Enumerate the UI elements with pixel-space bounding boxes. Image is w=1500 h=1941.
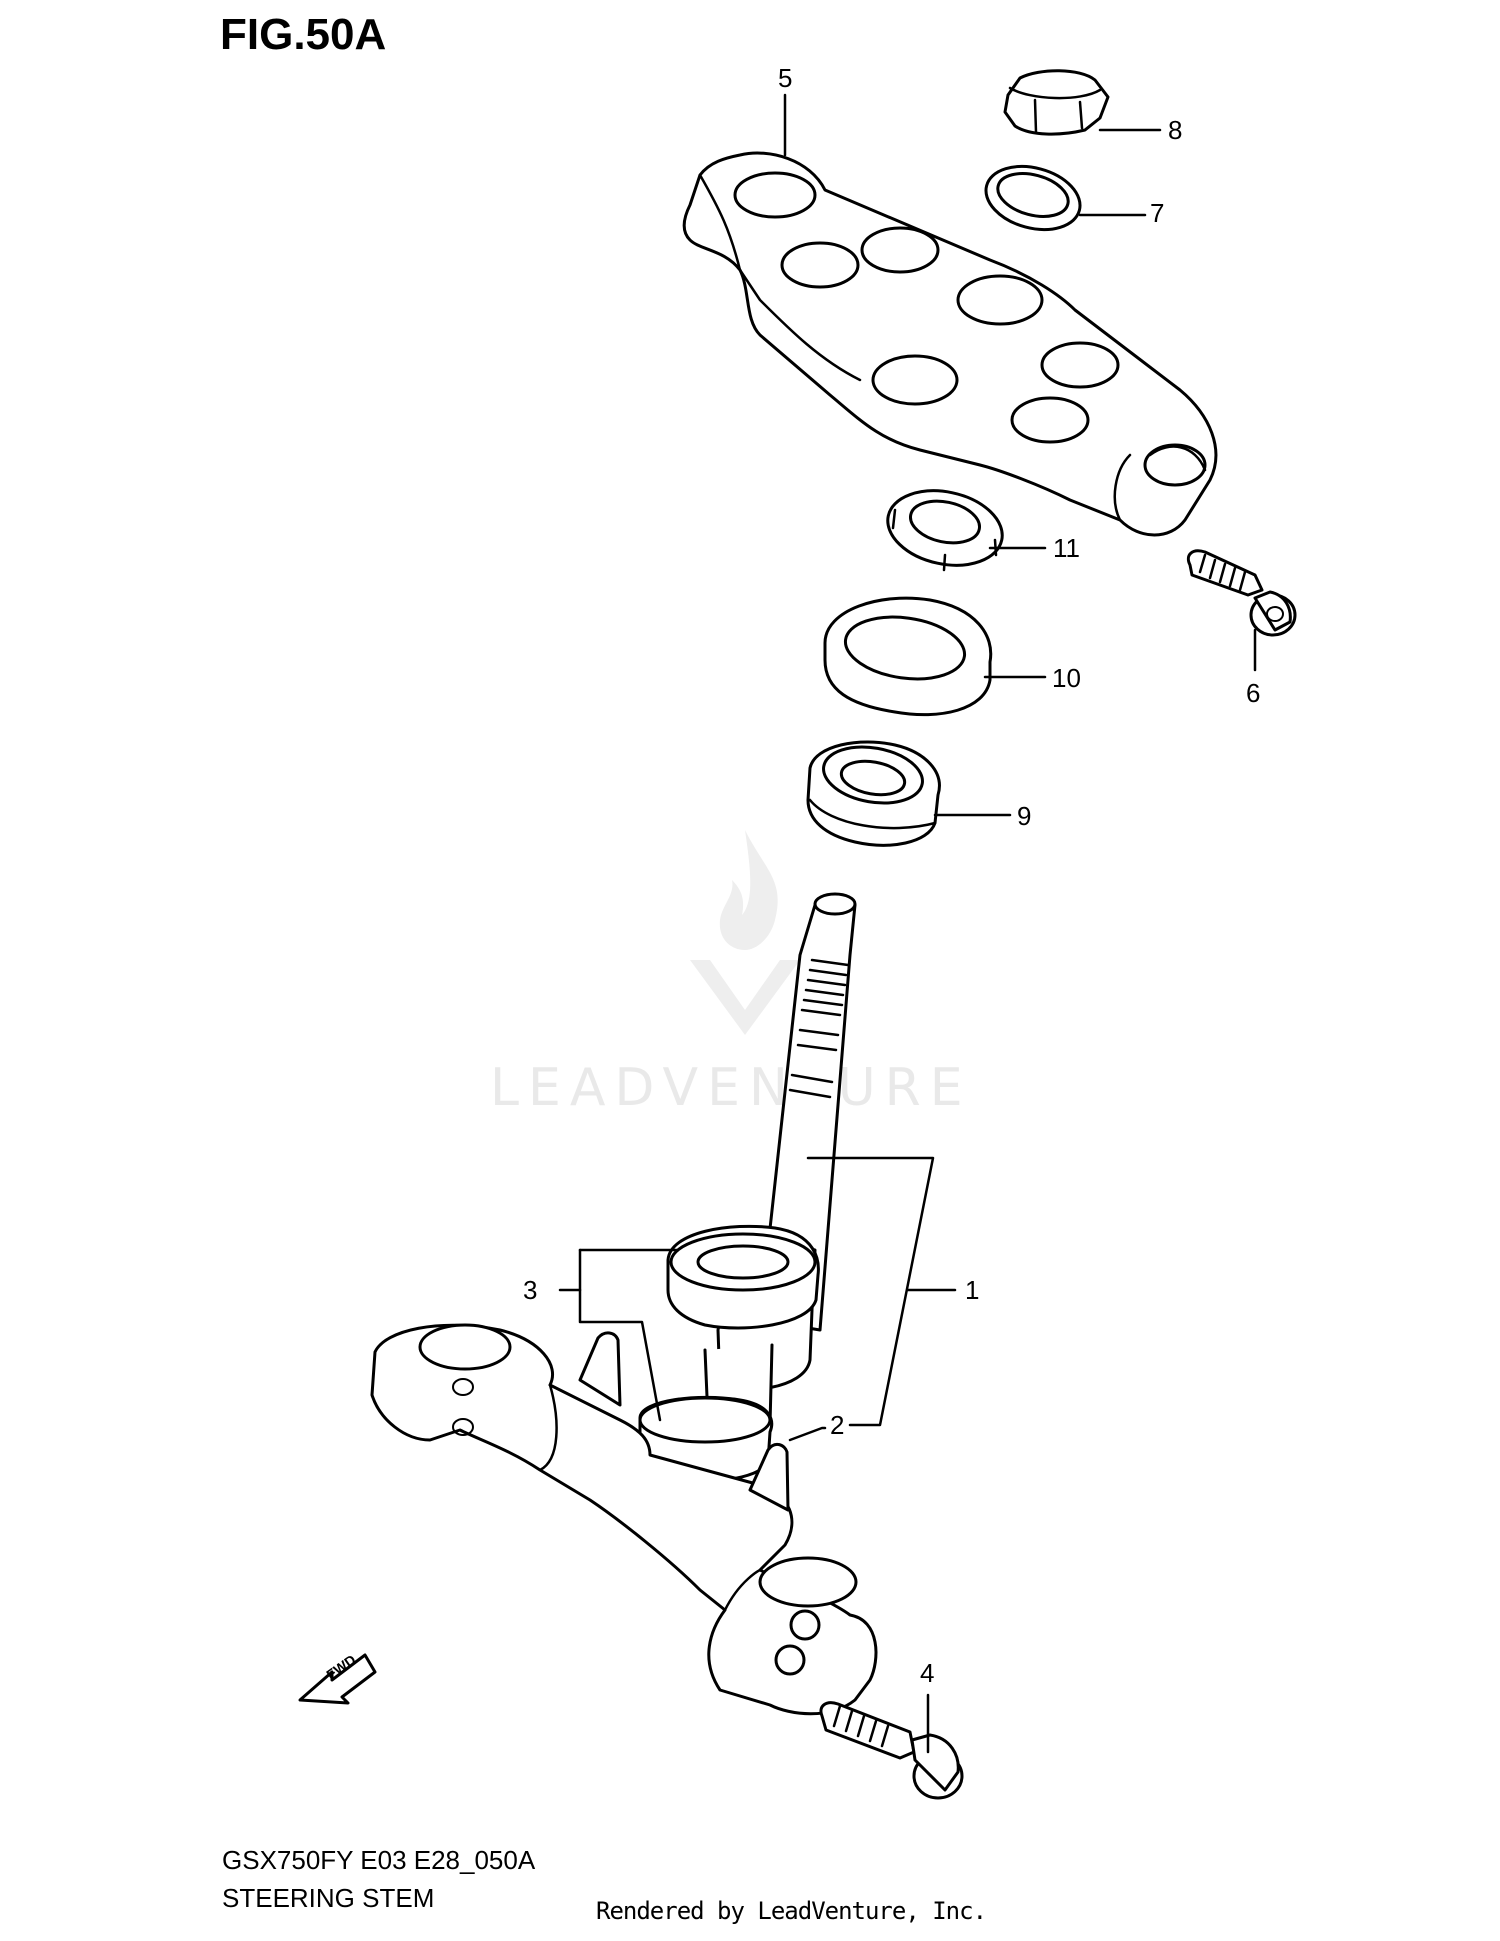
dust-seal-part [823,596,993,717]
callout-2: 2 [830,1410,845,1440]
callout-1: 1 [965,1275,980,1305]
lower-bolt-part [819,1701,964,1800]
callout-8: 8 [1168,115,1183,145]
callout-3: 3 [523,1275,538,1305]
upper-bracket-part [682,151,1218,537]
cap-nut-part [1003,69,1110,136]
part-name: STEERING STEM [222,1883,435,1913]
figure-title: FIG.50A [220,10,387,59]
callout-11: 11 [1053,533,1080,563]
steering-stem-shaft-part [703,892,857,1438]
lock-nut-part [886,489,1004,572]
callout-5: 5 [778,63,793,93]
model-code: GSX750FY E03 E28_050A [222,1845,536,1875]
callout-4: 4 [920,1658,935,1688]
callout-9: 9 [1017,801,1032,831]
washer-part [984,164,1082,232]
fwd-arrow-icon [298,1653,377,1705]
leader-lines [558,93,1257,1754]
lower-bearing-part [666,1224,820,1330]
callout-6: 6 [1246,678,1261,708]
callout-10: 10 [1052,663,1081,693]
lower-bracket-part [370,1323,878,1716]
watermark-logo-icon [690,830,800,1035]
watermark-text: LEADVENTURE [490,1058,972,1118]
upper-bearing-part [806,740,941,847]
upper-bolt-part [1186,549,1297,637]
rendered-by-credit: Rendered by LeadVenture, Inc. [596,1897,987,1925]
callout-7: 7 [1150,198,1165,228]
